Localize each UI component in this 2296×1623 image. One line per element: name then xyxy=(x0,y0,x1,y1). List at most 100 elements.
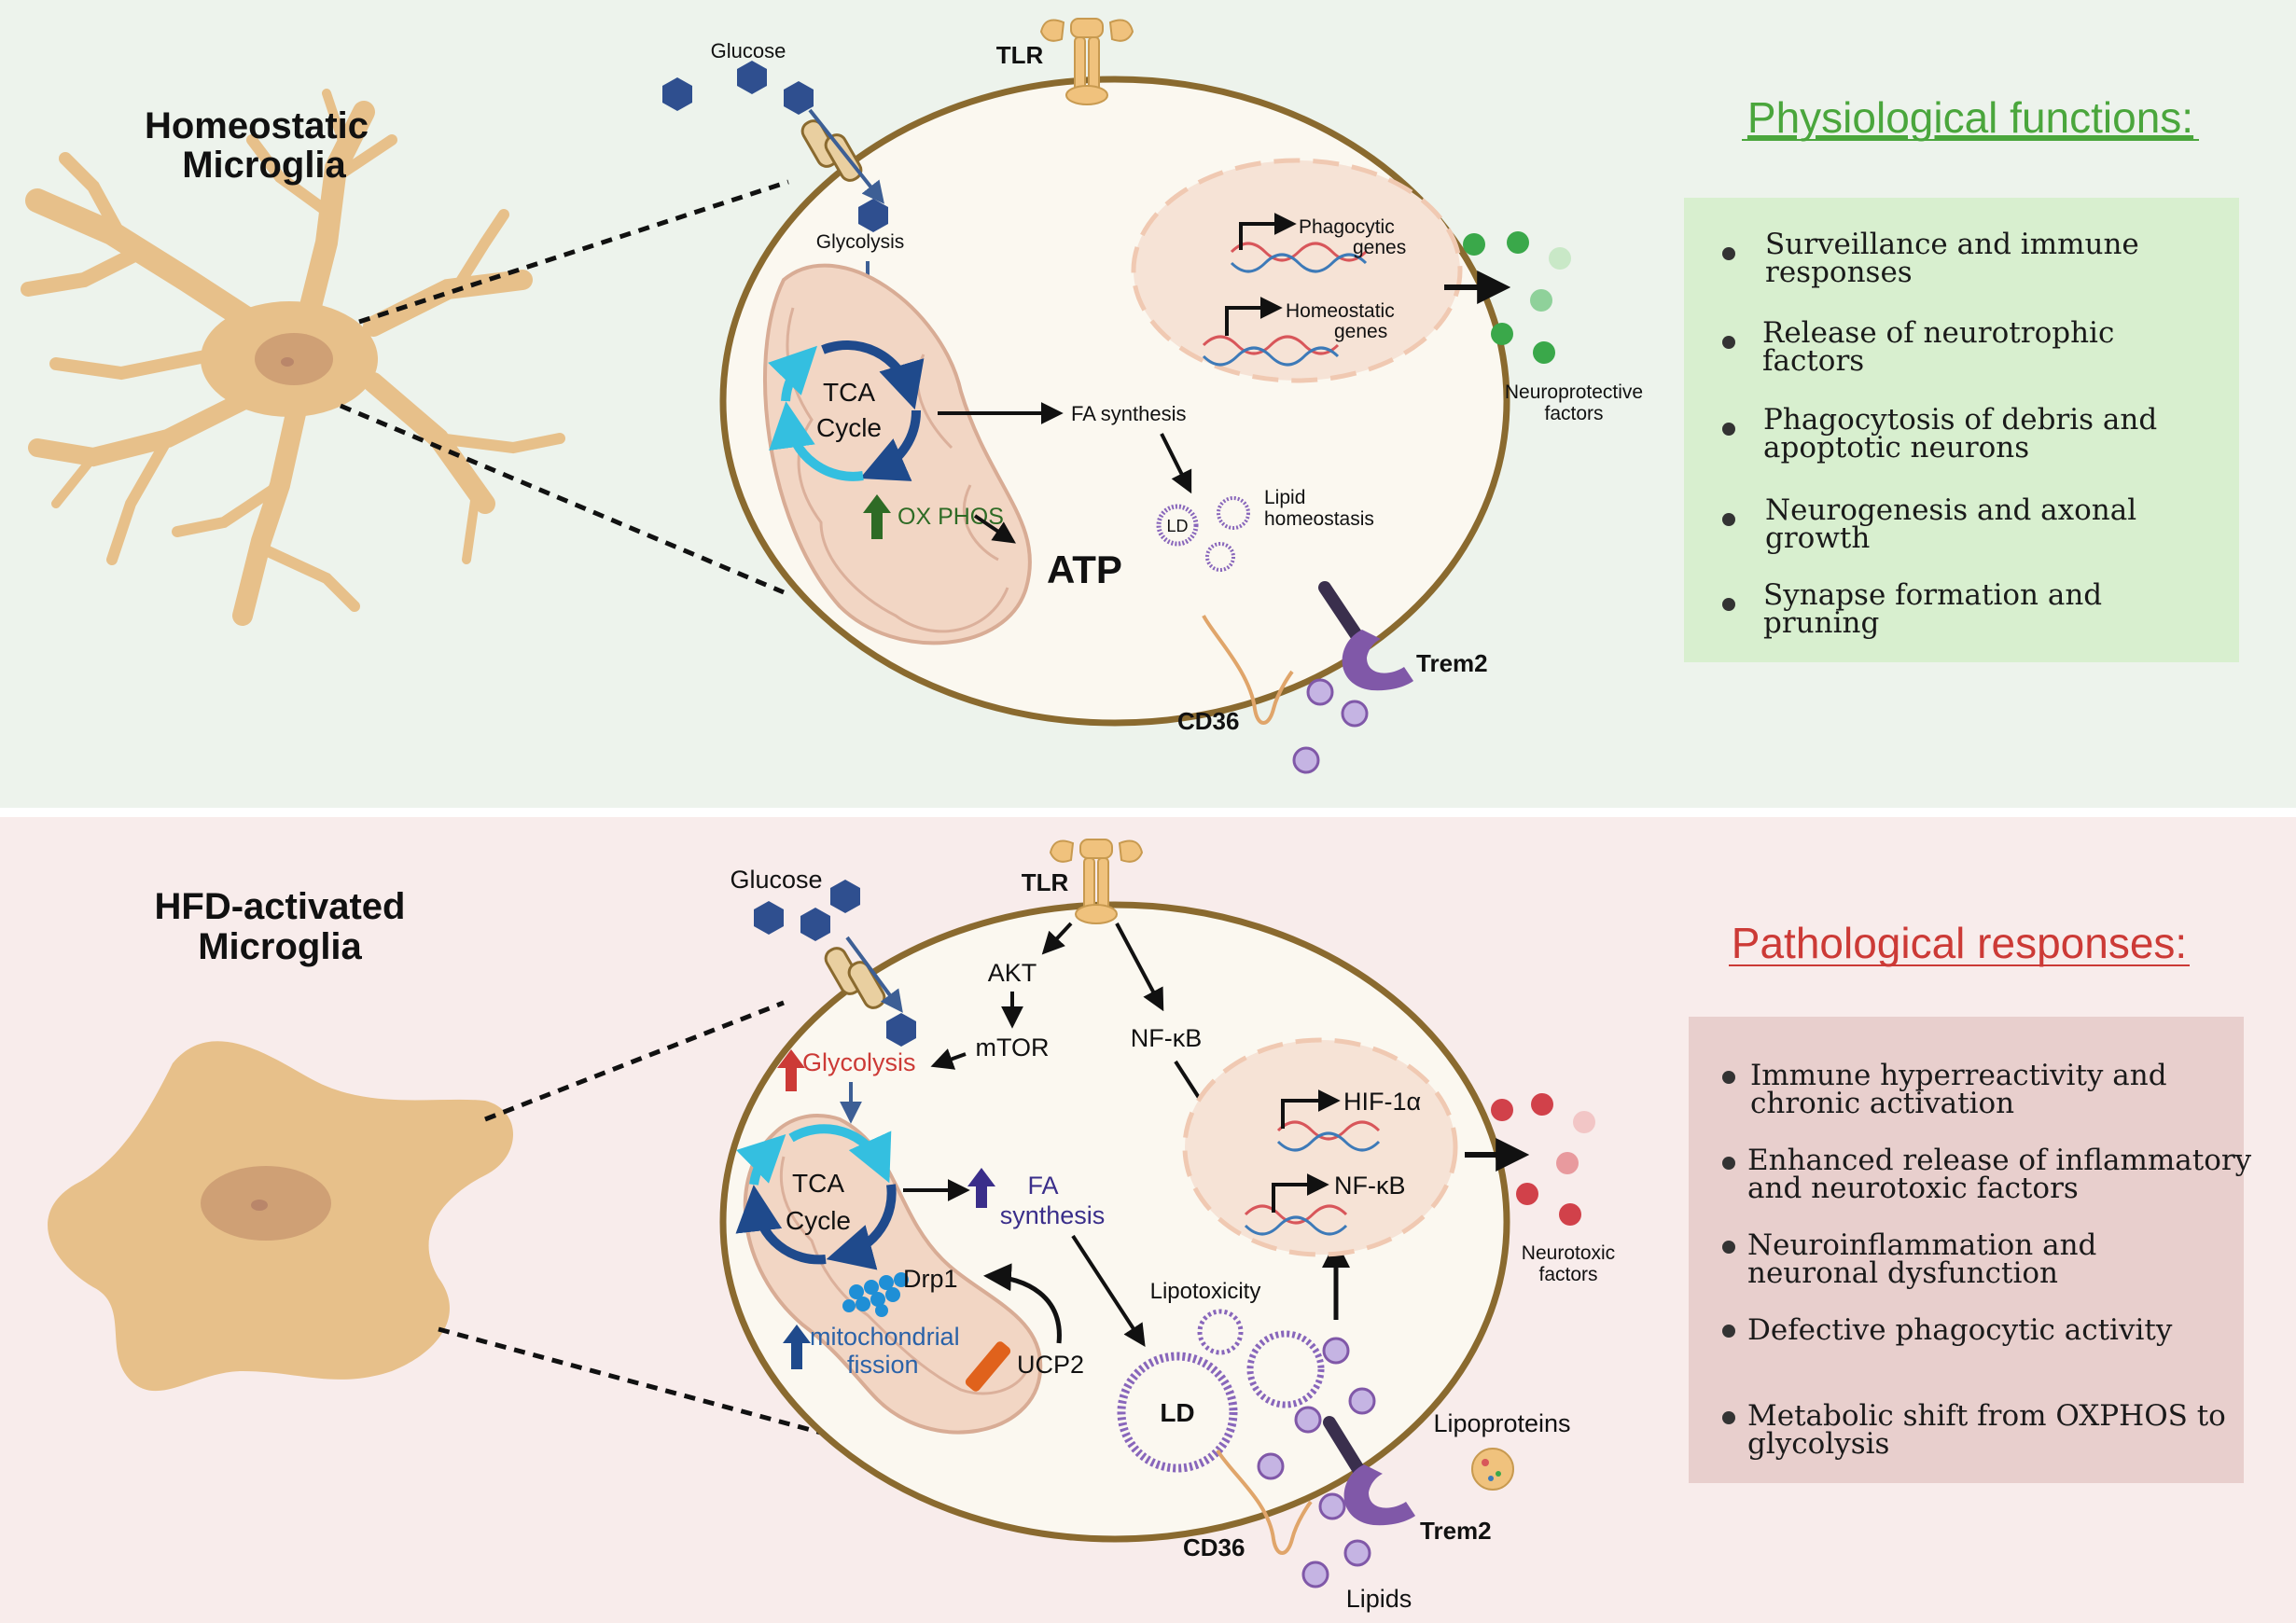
homeostatic-nucleus-organelle xyxy=(1131,158,1463,383)
lipoprotein-particle xyxy=(1471,1448,1514,1491)
glycolysis-up-arrow xyxy=(777,1049,805,1091)
functions-list: Surveillance and immune responses Releas… xyxy=(1722,228,2157,640)
responses-title: Pathological responses: xyxy=(1732,919,2187,967)
cd36-receptor-bottom xyxy=(1216,1449,1313,1555)
mito-fission-line1: mitochondrial xyxy=(810,1323,960,1351)
homeostatic-genes-line2: genes xyxy=(1334,321,1387,342)
response-2-line1: Enhanced release of inflammatory xyxy=(1747,1144,2252,1177)
function-1-line2: responses xyxy=(1765,256,1913,289)
responses-box xyxy=(1689,1017,2244,1483)
glucose-transporter xyxy=(800,119,863,182)
function-3-line1: Phagocytosis of debris and xyxy=(1763,403,2157,437)
activated-title-line1: HFD-activated xyxy=(155,886,406,927)
tca-bottom-line1: TCA xyxy=(792,1169,844,1198)
functions-box xyxy=(1684,198,2239,662)
tca-cycle-bottom xyxy=(735,1124,897,1270)
lipid-droplets-bottom xyxy=(1117,1309,1325,1473)
homeostatic-microglia-illustration xyxy=(21,89,565,626)
tca-bottom-line2: Cycle xyxy=(786,1206,851,1235)
glucose-label: Glucose xyxy=(711,39,786,62)
function-3-line2: apoptotic neurons xyxy=(1763,431,2029,465)
trem2-label: Trem2 xyxy=(1416,649,1488,677)
dna-strands xyxy=(1202,242,1368,367)
mtor-label: mTOR xyxy=(976,1033,1050,1061)
lipid-droplets xyxy=(1156,496,1250,572)
lipid-homeostasis-line1: Lipid xyxy=(1264,487,1305,508)
trem2-label-bottom: Trem2 xyxy=(1420,1517,1492,1545)
drp1-cluster xyxy=(842,1272,909,1317)
response-2-line2: and neurotoxic factors xyxy=(1747,1172,2079,1205)
neuroprotective-label-line1: Neuroprotective xyxy=(1505,381,1643,403)
function-4-line1: Neurogenesis and axonal xyxy=(1765,493,2136,527)
neurotoxic-label-line2: factors xyxy=(1538,1264,1597,1285)
cd36-receptor xyxy=(1202,615,1294,725)
responses-list: Immune hyperreactivity and chronic activ… xyxy=(1722,1059,2252,1461)
phagocytic-genes-line1: Phagocytic xyxy=(1299,216,1395,238)
phagocytic-genes-line2: genes xyxy=(1353,237,1406,258)
glucose-transporter-bottom xyxy=(824,947,886,1009)
glycolysis-label: Glycolysis xyxy=(816,231,905,253)
tca-label-line1: TCA xyxy=(823,378,875,407)
tlr-label-bottom: TLR xyxy=(1022,868,1069,896)
lipid-particles-top xyxy=(1292,678,1369,774)
tlr-label: TLR xyxy=(996,41,1044,69)
function-5-line1: Synapse formation and xyxy=(1763,578,2102,612)
response-1-line2: chronic activation xyxy=(1750,1087,2014,1120)
lipid-homeostasis-line2: homeostasis xyxy=(1264,508,1374,530)
fa-synthesis-label: FA synthesis xyxy=(1071,402,1187,425)
hif1a-label: HIF-1α xyxy=(1343,1088,1421,1116)
lipids-label: Lipids xyxy=(1346,1585,1412,1613)
response-5-line1: Metabolic shift from OXPHOS to xyxy=(1747,1399,2226,1433)
nfkb-cytoplasm-label: NF-κB xyxy=(1131,1024,1203,1052)
ld-label-bottom: LD xyxy=(1160,1398,1194,1427)
trem2-receptor-bottom xyxy=(1323,1416,1415,1526)
response-1-line1: Immune hyperreactivity and xyxy=(1750,1059,2167,1092)
function-1-line1: Surveillance and immune xyxy=(1765,228,2139,261)
atp-label: ATP xyxy=(1047,548,1122,591)
neurotoxic-factors-dots xyxy=(1491,1093,1595,1226)
homeostatic-genes-line1: Homeostatic xyxy=(1286,300,1395,322)
response-4-line1: Defective phagocytic activity xyxy=(1747,1313,2173,1347)
mito-fission-up-arrow xyxy=(783,1325,811,1369)
function-4-line2: growth xyxy=(1765,521,1870,555)
dna-strands-bottom xyxy=(1244,1120,1381,1236)
akt-label: AKT xyxy=(988,959,1037,987)
fa-synthesis-bottom-line1: FA xyxy=(1027,1172,1058,1200)
lipoproteins-label: Lipoproteins xyxy=(1433,1409,1570,1437)
cd36-label: CD36 xyxy=(1177,707,1239,735)
neuroprotective-factors-dots xyxy=(1463,231,1571,364)
tca-label-line2: Cycle xyxy=(816,413,882,442)
activated-nucleus-organelle xyxy=(1182,1037,1458,1257)
homeostatic-nucleus xyxy=(255,333,333,385)
homeostatic-title-line1: Homeostatic xyxy=(145,105,369,146)
ucp2-channel xyxy=(965,1341,1011,1392)
neurotoxic-label-line1: Neurotoxic xyxy=(1522,1242,1615,1264)
function-5-line2: pruning xyxy=(1763,606,1879,640)
neuroprotective-label-line2: factors xyxy=(1544,403,1603,424)
oxphos-up-arrow xyxy=(863,494,891,539)
glucose-hexagons-bottom xyxy=(754,880,916,1047)
response-5-line2: glycolysis xyxy=(1747,1427,1889,1461)
nfkb-nucleus-label: NF-κB xyxy=(1334,1172,1406,1200)
activated-title-line2: Microglia xyxy=(198,926,362,967)
function-2-line1: Release of neurotrophic xyxy=(1762,316,2114,350)
glycolysis-label-bottom: Glycolysis xyxy=(802,1048,916,1076)
drp1-label: Drp1 xyxy=(903,1265,958,1293)
mito-fission-line2: fission xyxy=(847,1351,919,1379)
lipid-particles-bottom xyxy=(1257,1337,1376,1588)
tca-cycle xyxy=(768,340,925,481)
lipotoxicity-label: Lipotoxicity xyxy=(1150,1279,1261,1304)
fa-synthesis-up-arrow xyxy=(967,1168,995,1208)
glucose-label-bottom: Glucose xyxy=(730,866,822,894)
tlr-receptor xyxy=(1039,18,1134,105)
ucp2-label: UCP2 xyxy=(1017,1351,1084,1379)
ld-label: LD xyxy=(1166,517,1188,535)
tlr-receptor-bottom xyxy=(1049,839,1144,924)
functions-title: Physiological functions: xyxy=(1747,93,2193,142)
function-2-line2: factors xyxy=(1762,344,1864,378)
response-3-line2: neuronal dysfunction xyxy=(1747,1256,2058,1290)
homeostatic-title-line2: Microglia xyxy=(182,145,346,186)
glucose-hexagons xyxy=(662,61,888,232)
trem2-receptor xyxy=(1318,581,1413,691)
